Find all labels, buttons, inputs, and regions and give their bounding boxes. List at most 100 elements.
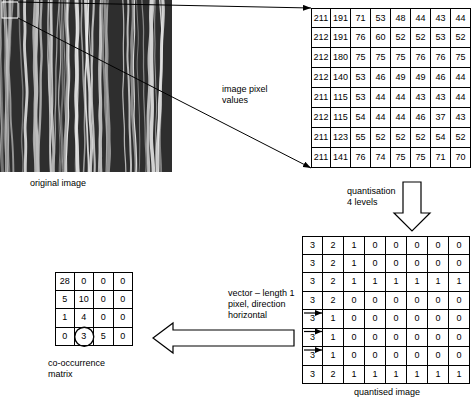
matrix-cell: 71 (351, 8, 371, 28)
matrix-cell: 1 (344, 236, 365, 255)
matrix-cell: 0 (94, 272, 114, 291)
fibre-streak (157, 0, 163, 172)
fibre-streak (38, 0, 41, 172)
matrix-cell: 0 (428, 310, 449, 329)
matrix-cell: 44 (451, 68, 471, 88)
matrix-cell: 0 (94, 291, 114, 310)
matrix-cell: 212 (311, 48, 331, 68)
matrix-cell: 3 (302, 329, 323, 348)
pair-vector-arrow (304, 312, 322, 313)
matrix-cell: 52 (371, 128, 391, 148)
matrix-cell: 212 (311, 28, 331, 48)
matrix-cell: 0 (449, 310, 470, 329)
matrix-cell: 191 (331, 28, 351, 48)
matrix-cell: 0 (386, 292, 407, 311)
matrix-cell: 0 (407, 255, 428, 274)
matrix-cell: 1 (323, 347, 344, 366)
matrix-cell: 37 (431, 108, 451, 128)
matrix-cell: 44 (371, 88, 391, 108)
cooccurrence-matrix: 280005100014000350co-occurrence matrix (55, 272, 133, 346)
matrix-cell: 212 (311, 108, 331, 128)
matrix-cell: 180 (331, 48, 351, 68)
original-image: original image (0, 0, 172, 172)
matrix-cell: 2 (323, 366, 344, 385)
fibre-streak (19, 0, 23, 172)
fibre-streak (60, 0, 63, 172)
matrix-cell: 46 (431, 68, 451, 88)
matrix-cell: 10 (75, 291, 95, 310)
matrix-cell: 1 (407, 273, 428, 292)
matrix-cell: 1 (344, 273, 365, 292)
caption: quantised image (354, 387, 454, 398)
matrix-cell: 44 (371, 108, 391, 128)
matrix-cell: 54 (431, 128, 451, 148)
matrix-cell: 44 (411, 8, 431, 28)
fibre-streak (34, 0, 36, 172)
fibre-streak (50, 0, 54, 172)
fibre-streak (50, 0, 52, 172)
fibre-streak (98, 0, 101, 172)
matrix-cell: 1 (323, 310, 344, 329)
matrix-cell: 0 (386, 347, 407, 366)
matrix-cell: 141 (331, 148, 351, 168)
fibre-streak (0, 0, 1, 172)
matrix-cell: 44 (451, 88, 471, 108)
matrix-cell: 0 (449, 236, 470, 255)
matrix-cell: 75 (411, 148, 431, 168)
matrix-cell: 0 (407, 347, 428, 366)
matrix-cell: 70 (451, 148, 471, 168)
caption: original image (30, 178, 150, 189)
matrix-cell: 2 (323, 292, 344, 311)
pair-vector-arrow (304, 349, 322, 350)
matrix-cell: 115 (331, 88, 351, 108)
matrix-cell: 53 (431, 28, 451, 48)
matrix-cell: 46 (411, 108, 431, 128)
matrix-cell: 0 (428, 292, 449, 311)
matrix-cell: 76 (351, 148, 371, 168)
matrix-cell: 140 (331, 68, 351, 88)
matrix-cell: 52 (451, 28, 471, 48)
matrix-cell: 75 (371, 48, 391, 68)
matrix-cell: 0 (75, 272, 95, 291)
matrix-cell: 0 (428, 347, 449, 366)
matrix-cell: 0 (407, 236, 428, 255)
matrix-cell: 76 (411, 48, 431, 68)
matrix-cell: 52 (411, 28, 431, 48)
matrix-cell: 52 (391, 128, 411, 148)
matrix-cell: 0 (407, 292, 428, 311)
matrix-cell: 2 (323, 236, 344, 255)
matrix-cell: 1 (344, 366, 365, 385)
fibre-streak (34, 0, 36, 172)
fibre-streak (85, 0, 88, 172)
matrix-cell: 0 (365, 255, 386, 274)
fibre-streak (58, 0, 63, 172)
matrix-cell: 5 (94, 328, 114, 347)
matrix-cell: 0 (344, 310, 365, 329)
matrix-cell: 1 (428, 366, 449, 385)
matrix-cell: 0 (407, 329, 428, 348)
matrix-cell: 0 (344, 347, 365, 366)
matrix-cell: 43 (411, 88, 431, 108)
matrix-cell: 2 (323, 273, 344, 292)
matrix-cell: 3 (302, 310, 323, 329)
matrix-cell: 75 (391, 148, 411, 168)
fibre-streak (75, 0, 79, 172)
fibre-streak (81, 0, 85, 172)
matrix-cell: 1 (449, 366, 470, 385)
matrix-cell: 0 (55, 328, 75, 347)
fibre-streak (106, 0, 109, 172)
matrix-cell: 52 (391, 28, 411, 48)
quantised-matrix: 3210000032100000321111113200000031000000… (302, 236, 470, 384)
matrix-cell: 0 (94, 309, 114, 328)
matrix-cell: 0 (407, 310, 428, 329)
matrix-cell: 3 (302, 255, 323, 274)
matrix-cell: 0 (344, 292, 365, 311)
matrix-cell: 3 (75, 328, 95, 347)
matrix-cell: 0 (365, 347, 386, 366)
fibre-streak (5, 0, 10, 172)
fibre-streak (66, 0, 69, 172)
matrix-cell: 191 (331, 8, 351, 28)
sample-window (2, 2, 18, 18)
